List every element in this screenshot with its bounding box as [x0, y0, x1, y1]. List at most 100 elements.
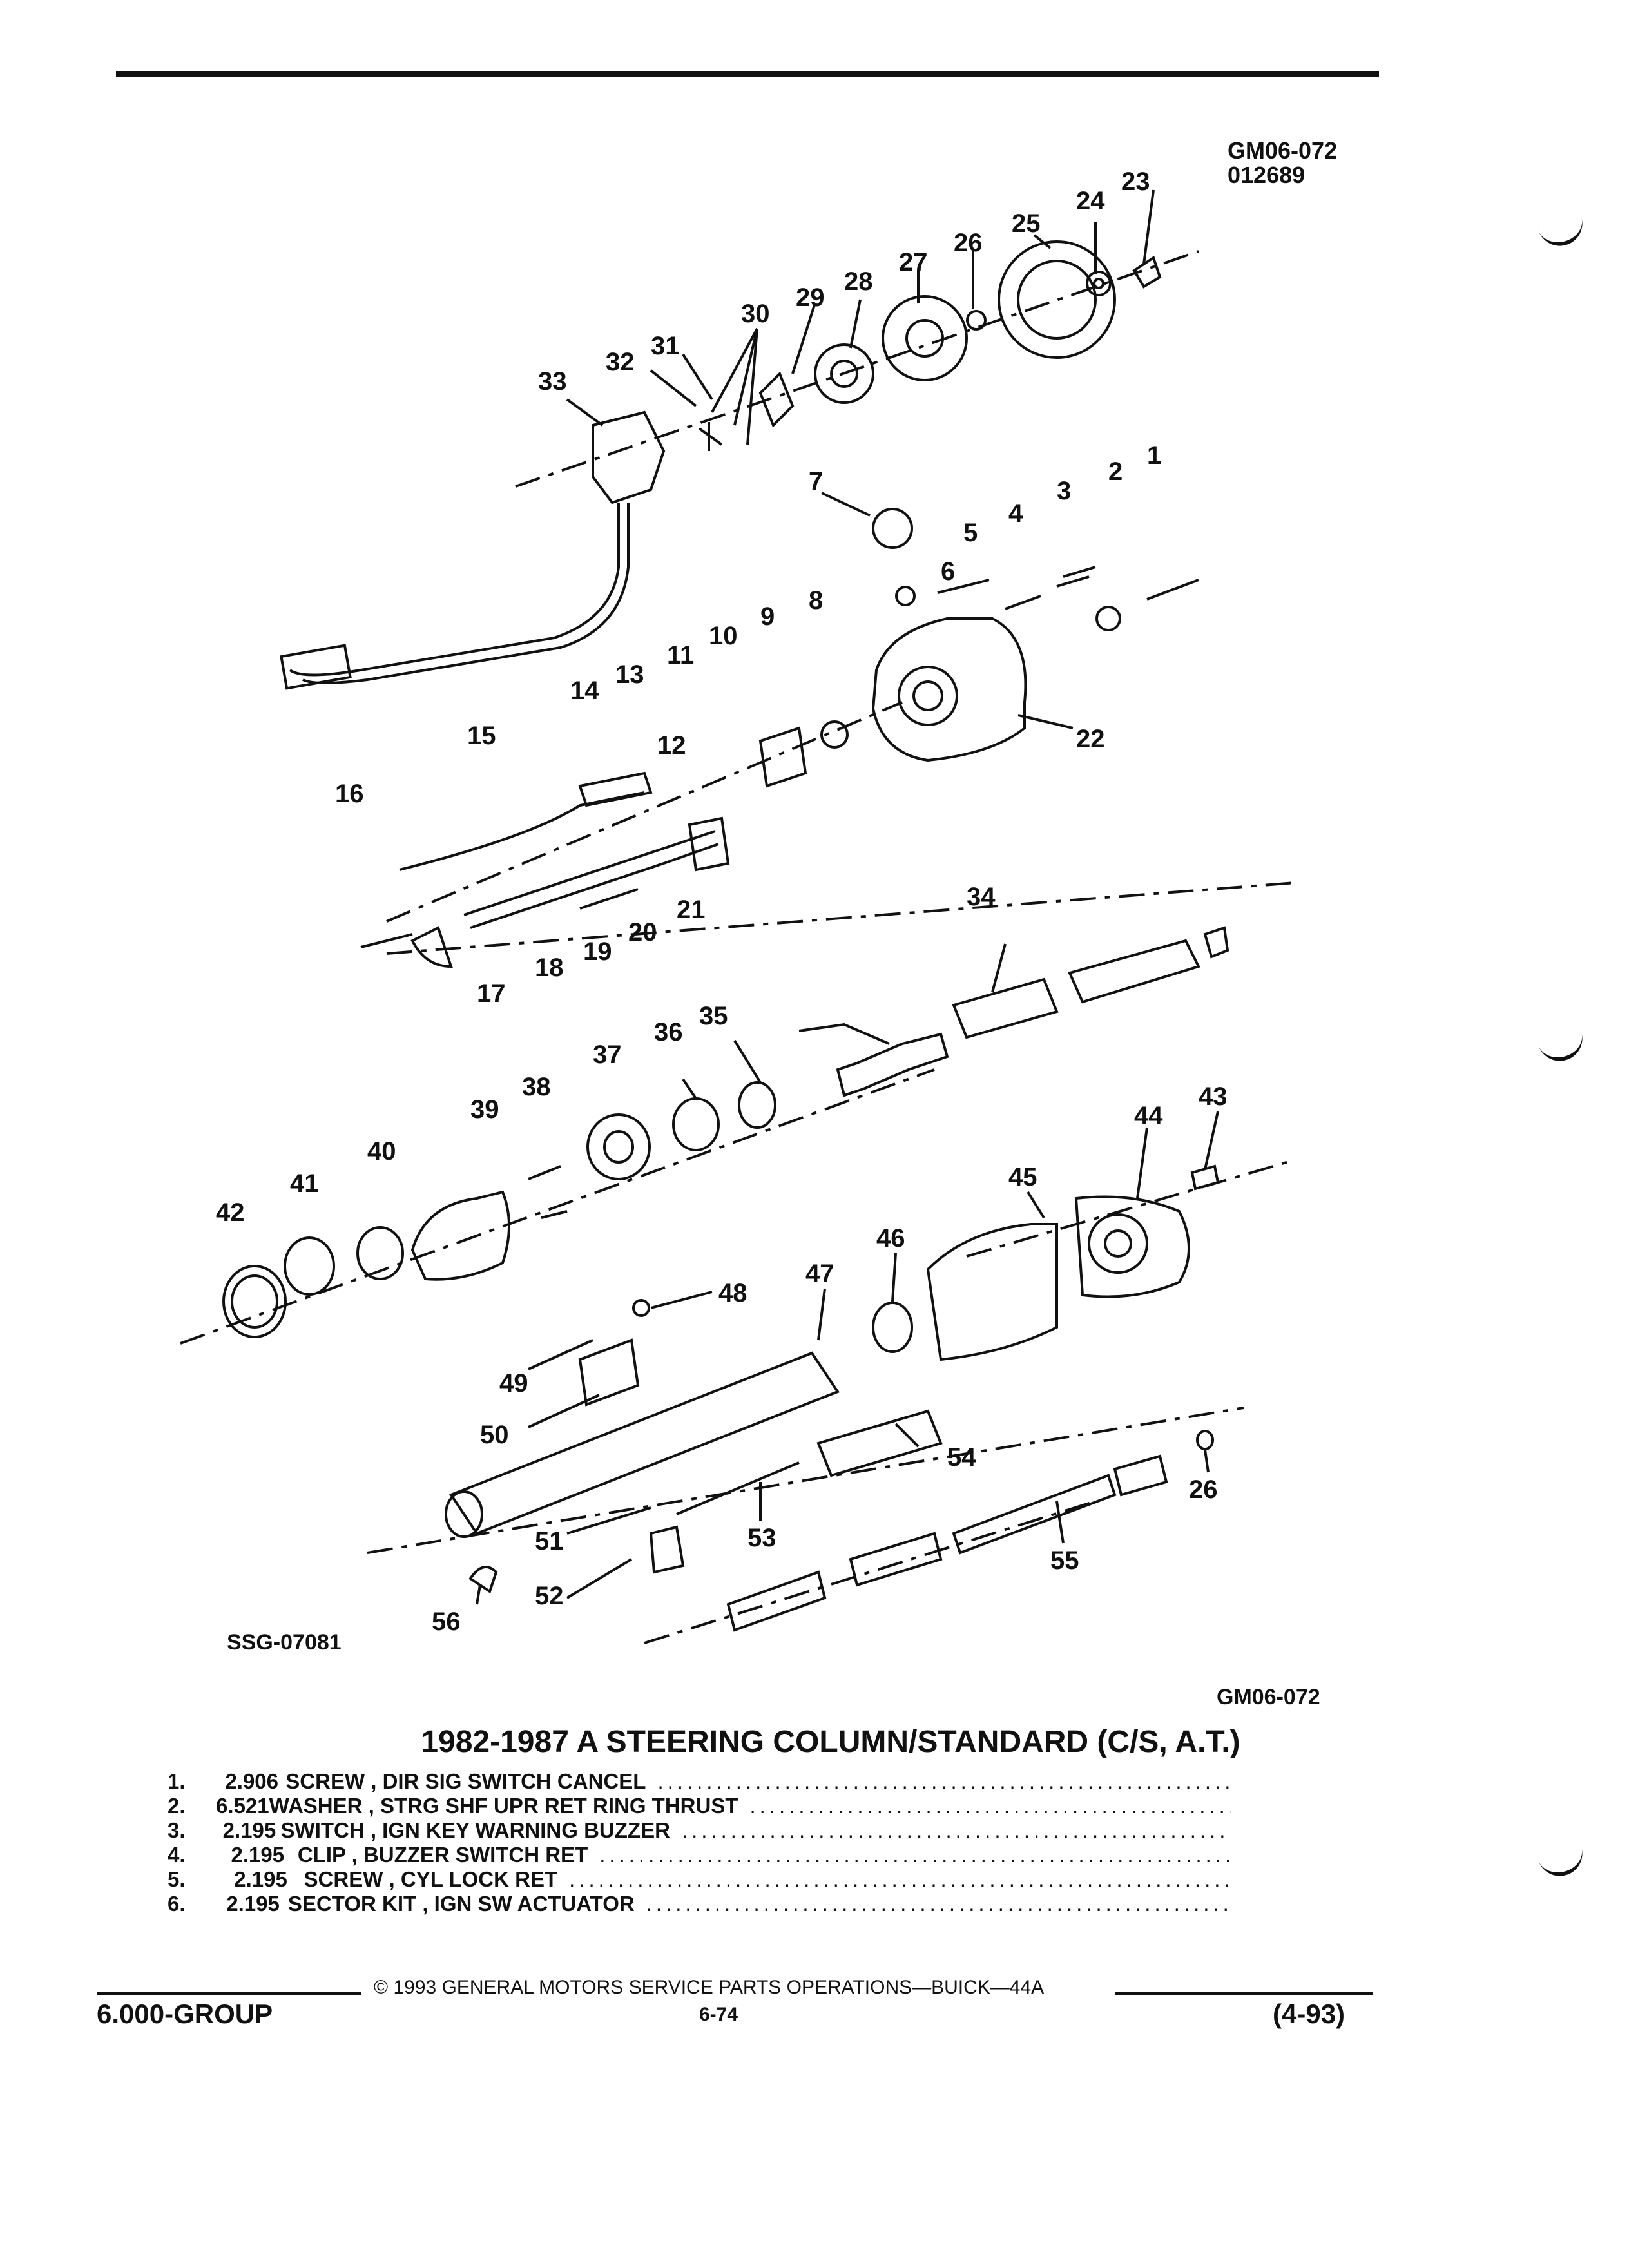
callout-55: 55 [1050, 1546, 1079, 1575]
callout-43: 43 [1199, 1082, 1228, 1111]
callout-31: 31 [651, 332, 680, 360]
top-rule [116, 71, 1379, 77]
callout-45: 45 [1008, 1163, 1037, 1191]
callout-8: 8 [809, 586, 823, 615]
footer-rule-left [97, 1992, 361, 1995]
callout-23: 23 [1121, 168, 1150, 196]
parts-list: 1. 2.906 SCREW , DIR SIG SWITCH CANCEL .… [168, 1769, 1231, 1916]
list-item: 3. 2.195 SWITCH , IGN KEY WARNING BUZZER… [168, 1818, 1231, 1843]
callout-15: 15 [467, 722, 496, 750]
callout-24: 24 [1076, 187, 1105, 215]
callout-12: 12 [657, 731, 686, 760]
callout-5: 5 [963, 519, 978, 547]
callout-48: 48 [718, 1279, 747, 1307]
callout-52: 52 [535, 1582, 564, 1610]
callout-20: 20 [628, 918, 657, 947]
item-number: 2. [168, 1794, 186, 1818]
callout-25: 25 [1012, 209, 1041, 238]
item-description: WASHER , STRG SHF UPR RET RING THRUST [269, 1794, 738, 1818]
callout-18: 18 [535, 954, 564, 982]
leader-dots: ........................................… [657, 1769, 1231, 1793]
item-description: SCREW , CYL LOCK RET [304, 1867, 558, 1891]
item-description: SCREW , DIR SIG SWITCH CANCEL [285, 1769, 646, 1793]
callout-29: 29 [796, 284, 825, 312]
ref-code: GM06-072 [1228, 137, 1338, 164]
leader-dots: ........................................… [681, 1818, 1231, 1842]
item-code: 2.906 [225, 1769, 279, 1793]
callout-38: 38 [522, 1073, 551, 1101]
callout-53: 53 [747, 1524, 776, 1552]
reference-codes: GM06-072 012689 [1228, 139, 1337, 187]
callout-6: 6 [941, 557, 955, 586]
item-code: 2.195 [226, 1892, 280, 1916]
item-number: 6. [168, 1892, 186, 1916]
item-code: 2.195 [222, 1818, 276, 1842]
callout-14: 14 [570, 677, 599, 705]
bottom-ref-code: GM06-072 [1217, 1685, 1320, 1709]
ref-date: 012689 [1228, 162, 1306, 188]
callout-49: 49 [499, 1369, 528, 1398]
item-description: SECTOR KIT , IGN SW ACTUATOR [287, 1892, 635, 1916]
leader-dots: ........................................… [646, 1892, 1231, 1916]
item-description: CLIP , BUZZER SWITCH RET [297, 1843, 588, 1867]
callout-16: 16 [335, 780, 364, 808]
callout-30: 30 [741, 300, 770, 328]
list-item: 6. 2.195 SECTOR KIT , IGN SW ACTUATOR ..… [168, 1892, 1231, 1916]
item-number: 5. [168, 1867, 186, 1891]
page-number: 6-74 [699, 2004, 738, 2025]
callout-40: 40 [367, 1137, 396, 1166]
callout-50: 50 [480, 1421, 509, 1449]
callout-27: 27 [899, 248, 928, 276]
list-item: 2. 6.521 WASHER , STRG SHF UPR RET RING … [168, 1794, 1231, 1818]
callout-10: 10 [709, 622, 738, 650]
group-number: 6.000-GROUP [97, 1999, 273, 2029]
callout-56: 56 [432, 1608, 461, 1636]
item-code: 6.521 [216, 1794, 269, 1818]
list-item: 4. 2.195 CLIP , BUZZER SWITCH RET ......… [168, 1843, 1231, 1867]
callout-9: 9 [760, 602, 775, 631]
callout-17: 17 [477, 979, 506, 1008]
callout-11: 11 [667, 641, 694, 669]
callout-19: 19 [583, 937, 612, 966]
illustration-id: SSG-07081 [227, 1630, 342, 1655]
callout-3: 3 [1057, 477, 1071, 505]
list-item: 5. 2.195 SCREW , CYL LOCK RET ..........… [168, 1867, 1231, 1892]
callout-46: 46 [876, 1224, 905, 1253]
callout-32: 32 [606, 348, 635, 376]
callout-26b: 26 [1189, 1475, 1218, 1504]
callout-34: 34 [967, 883, 996, 911]
callout-13: 13 [615, 660, 644, 689]
callout-35: 35 [699, 1002, 728, 1030]
callout-22: 22 [1076, 725, 1105, 753]
parts-list-title: 1982-1987 A STEERING COLUMN/STANDARD (C/… [421, 1725, 1240, 1759]
callout-37: 37 [593, 1041, 622, 1069]
item-number: 3. [168, 1818, 186, 1842]
callout-4: 4 [1008, 499, 1023, 528]
callout-39: 39 [470, 1095, 499, 1124]
callout-1: 1 [1147, 441, 1161, 470]
callout-44: 44 [1134, 1102, 1163, 1130]
callout-21: 21 [677, 896, 706, 924]
item-code: 2.195 [231, 1843, 285, 1867]
callout-47: 47 [805, 1260, 834, 1288]
callout-41: 41 [290, 1169, 319, 1198]
leader-dots: ........................................… [749, 1794, 1231, 1818]
footer-rule-right [1115, 1992, 1373, 1995]
revision-date: (4-93) [1273, 1999, 1345, 2029]
leader-dots: ........................................… [569, 1867, 1231, 1891]
callout-26: 26 [954, 229, 983, 257]
callout-36: 36 [654, 1018, 683, 1046]
callout-2: 2 [1108, 457, 1123, 486]
callout-42: 42 [216, 1198, 245, 1227]
callout-28: 28 [844, 267, 873, 296]
item-number: 1. [168, 1769, 186, 1793]
callout-54: 54 [947, 1443, 976, 1472]
item-description: SWITCH , IGN KEY WARNING BUZZER [280, 1818, 670, 1842]
list-item: 1. 2.906 SCREW , DIR SIG SWITCH CANCEL .… [168, 1769, 1231, 1794]
item-code: 2.195 [234, 1867, 287, 1891]
callout-7: 7 [809, 467, 823, 495]
callout-51: 51 [535, 1527, 564, 1555]
copyright-notice: © 1993 GENERAL MOTORS SERVICE PARTS OPER… [374, 1977, 1045, 1998]
item-number: 4. [168, 1843, 186, 1867]
